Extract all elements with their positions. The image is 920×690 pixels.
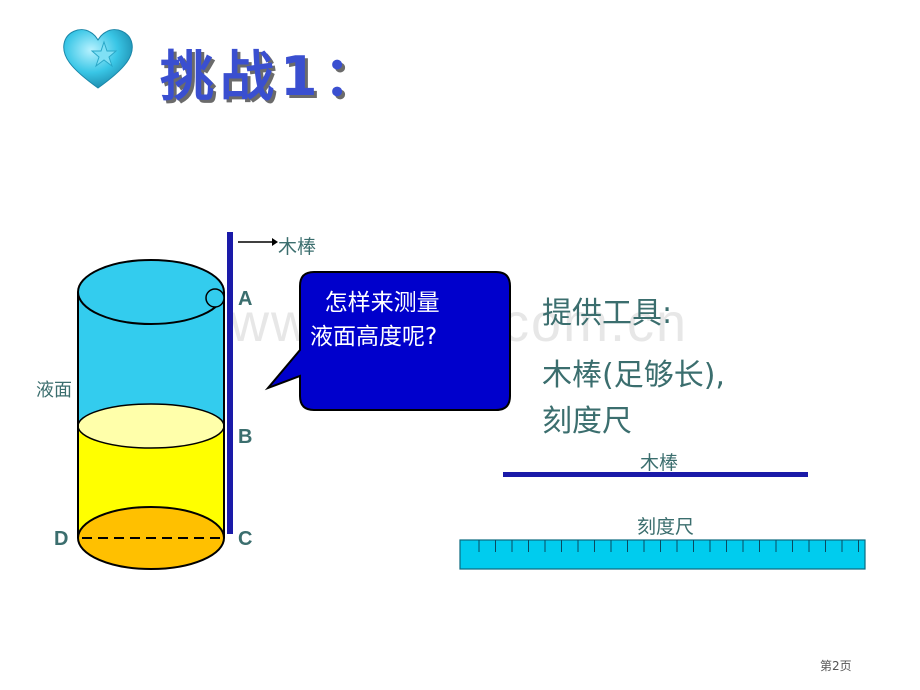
- point-c-label: C: [238, 528, 253, 550]
- cylinder-top: [77, 259, 225, 325]
- wooden-stick-vertical: [227, 232, 233, 534]
- ruler: [459, 539, 866, 570]
- cylinder-diagram: [77, 259, 225, 570]
- bubble-question-text: 怎样来测量 液面高度呢?: [310, 290, 440, 350]
- point-b-label: B: [238, 426, 253, 448]
- arrow-icon: [238, 238, 278, 246]
- stick-contact-circle: [205, 288, 225, 308]
- wooden-stick-horizontal: [503, 472, 808, 477]
- page-number: 第2页: [820, 659, 852, 673]
- ruler-label: 刻度尺: [637, 517, 695, 538]
- slide-title: 挑战1：: [160, 45, 384, 108]
- speech-bubble: [264, 271, 511, 411]
- stick-label: 木棒: [640, 453, 679, 474]
- liquid-surface-ellipse: [77, 403, 225, 449]
- stick-label-top: 木棒: [278, 237, 317, 258]
- point-a-label: A: [238, 288, 253, 310]
- heart-star-icon: [63, 29, 133, 89]
- tools-line1: 木棒(足够长),: [542, 358, 725, 393]
- point-d-label: D: [54, 528, 69, 550]
- liquid-surface-label: 液面: [36, 380, 72, 400]
- tools-line2: 刻度尺: [542, 404, 632, 439]
- tools-heading: 提供工具:: [542, 296, 673, 331]
